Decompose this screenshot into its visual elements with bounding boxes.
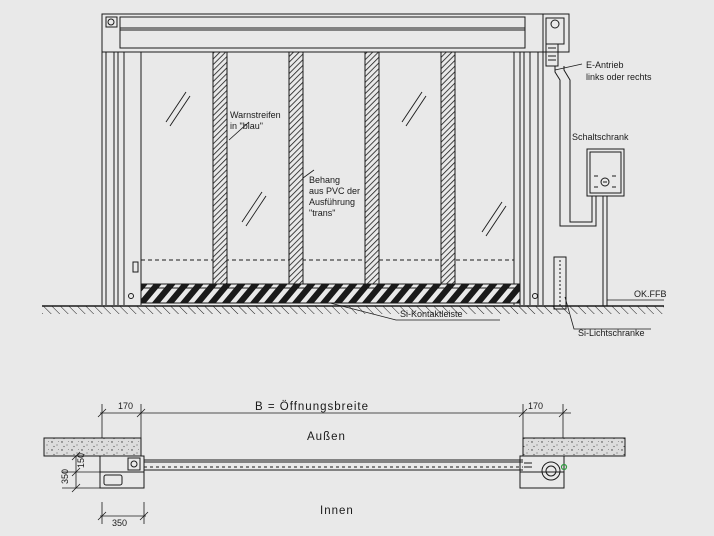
- lintel-box: [101, 13, 544, 53]
- dim-bottom-350: 350: [112, 518, 127, 528]
- wall-right: [522, 437, 626, 457]
- plan-view: [43, 404, 626, 524]
- drive-motor: [542, 13, 570, 67]
- curtain-label-line4: "trans": [309, 208, 335, 218]
- control-cabinet: [586, 148, 625, 197]
- light-barrier-post: [553, 256, 567, 310]
- safety-edge-label: Si-Kontaktleiste: [400, 309, 463, 319]
- floor-line: [42, 305, 664, 314]
- left-side-frame: [101, 52, 142, 305]
- control-cabinet-label: Schaltschrank: [572, 132, 629, 142]
- dim-left-170: 170: [118, 401, 133, 411]
- safety-contact-edge: [140, 283, 521, 304]
- dimension-line-bottom: [97, 502, 149, 524]
- dimension-line-top: [97, 404, 571, 440]
- elevation-labels: E-Antrieb links oder rechts Schaltschran…: [230, 60, 667, 338]
- drive-label-line1: E-Antrieb: [586, 60, 624, 70]
- dim-depth-350: 350: [60, 469, 70, 484]
- warning-stripes-label-line1: Warnstreifen: [230, 110, 281, 120]
- dim-opening-width: B = Öffnungsbreite: [255, 401, 369, 413]
- glass-reflection-marks: [165, 91, 507, 237]
- right-side-frame: [513, 52, 544, 305]
- plan-labels: 170 170 B = Öffnungsbreite Außen Innen 3…: [60, 401, 543, 528]
- plan-green-marker: [560, 463, 568, 471]
- dimension-line-left: [62, 451, 100, 493]
- wall-left: [43, 437, 142, 457]
- inside-label: Innen: [320, 505, 354, 517]
- elevation-view: [42, 13, 664, 330]
- dim-frame-150: 150: [76, 453, 86, 468]
- dim-right-170: 170: [528, 401, 543, 411]
- floor-level-label: OK.FFB: [634, 289, 667, 299]
- curtain-label-line3: Ausführung: [309, 197, 355, 207]
- light-barrier-label: Si-Lichtschranke: [578, 328, 645, 338]
- warning-stripes: [212, 51, 456, 285]
- warning-stripes-label-line2: in "blau": [230, 121, 263, 131]
- leader-lines: [228, 63, 664, 330]
- curtain-panel: [141, 259, 514, 285]
- plan-door-frame: [99, 455, 565, 489]
- cables: [554, 66, 608, 306]
- drive-label-line2: links oder rechts: [586, 72, 652, 82]
- curtain-label-line2: aus PVC der: [309, 186, 360, 196]
- curtain-label-line1: Behang: [309, 175, 340, 185]
- outside-label: Außen: [307, 431, 346, 443]
